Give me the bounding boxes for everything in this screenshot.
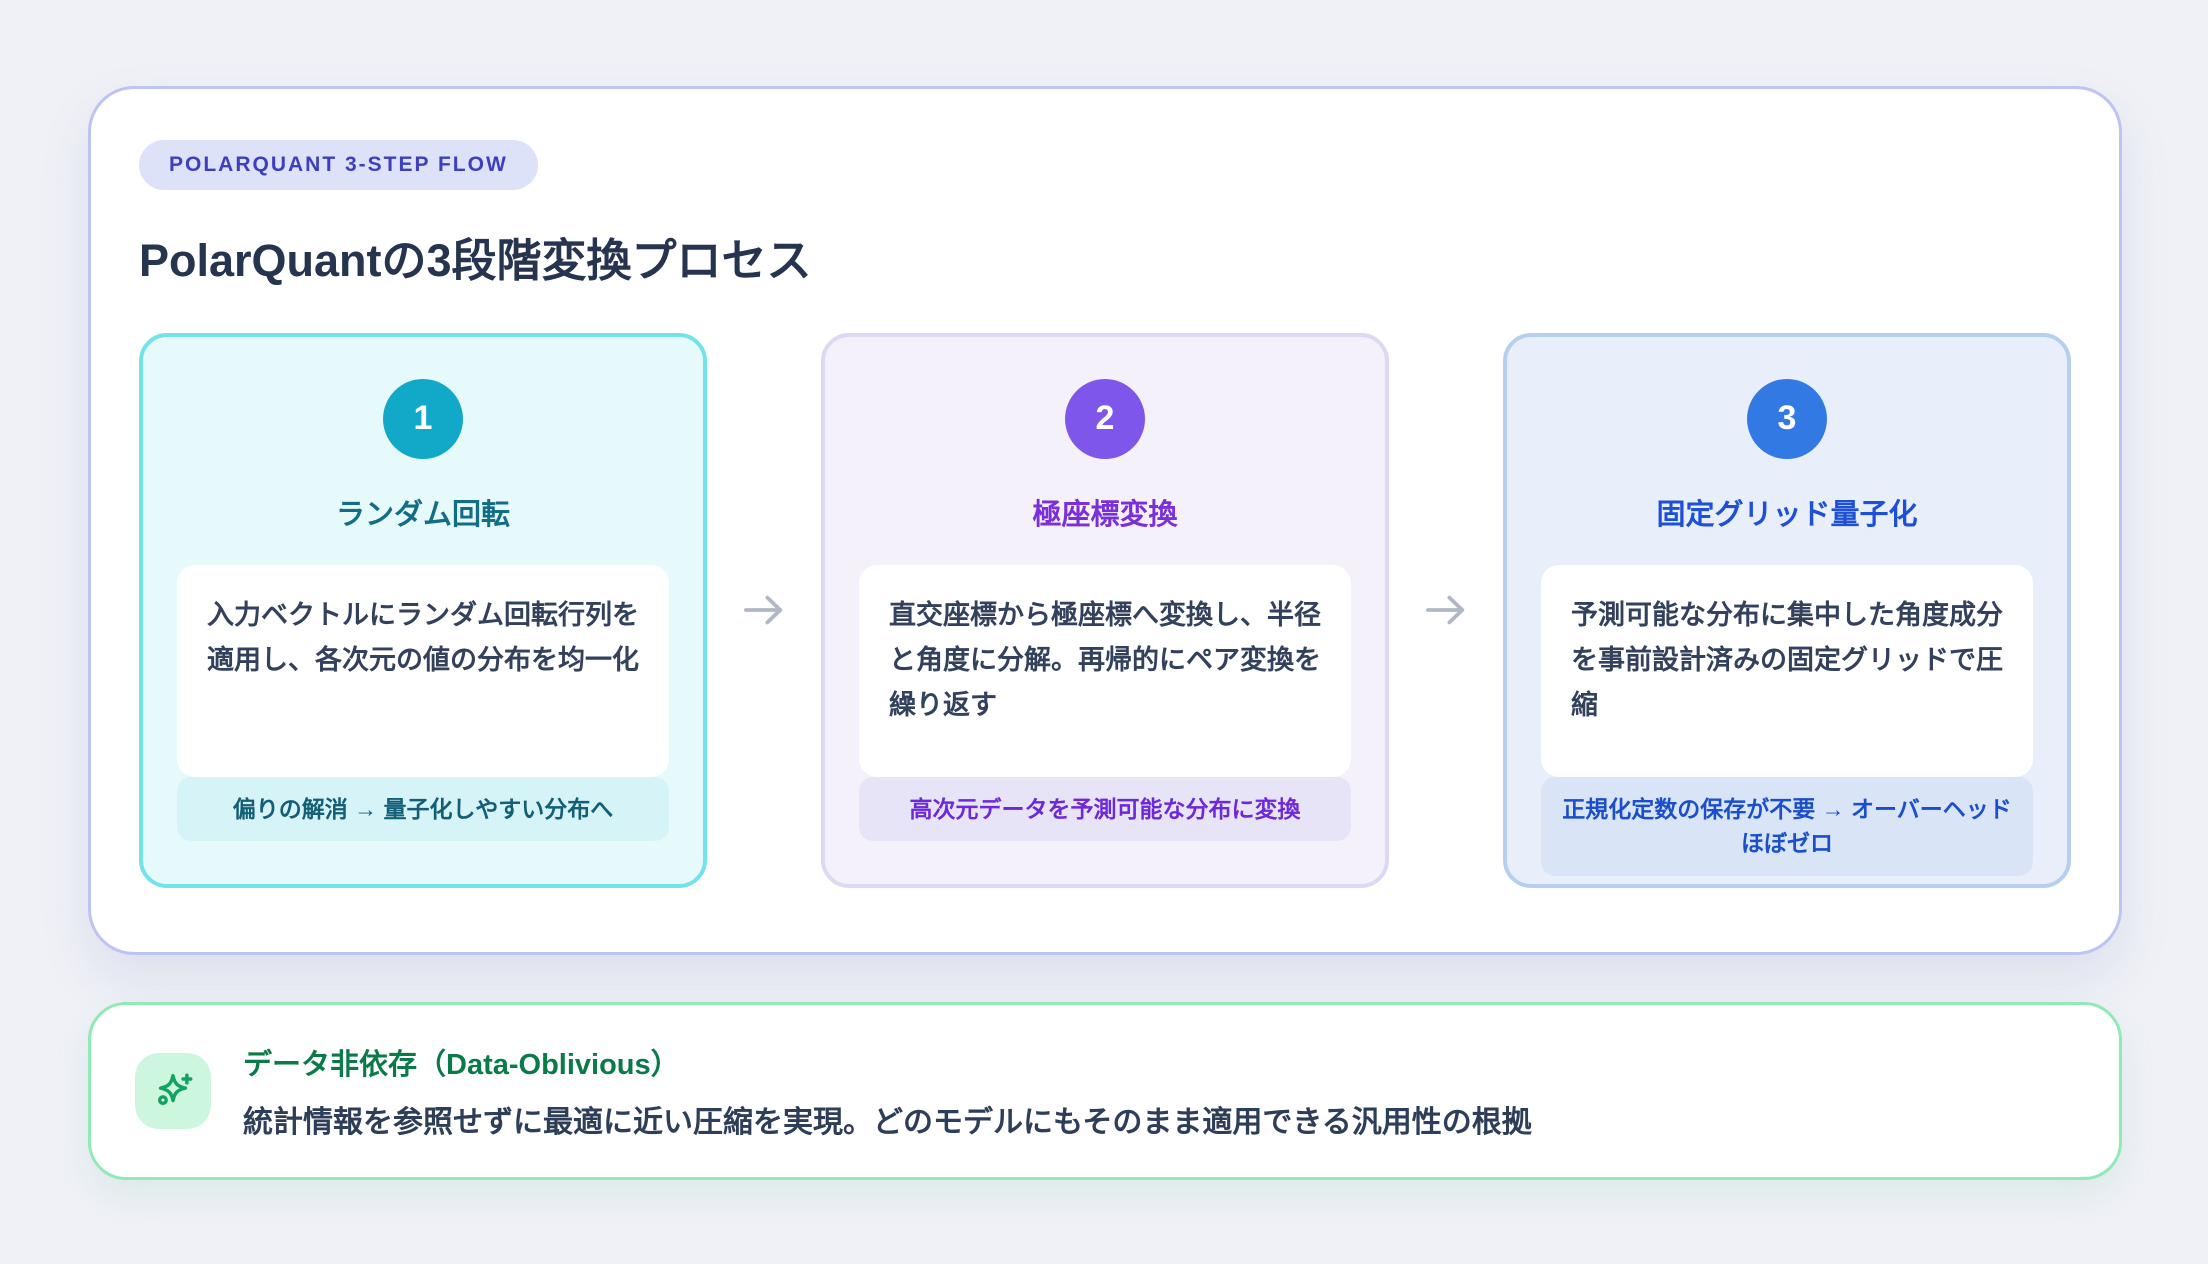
footer-description: 統計情報を参照せずに最適に近い圧縮を実現。どのモデルにもそのまま適用できる汎用性… xyxy=(243,1106,1532,1139)
step-note: 偏りの解消 → 量子化しやすい分布へ xyxy=(177,776,669,841)
arrow-right-icon xyxy=(1426,595,1465,625)
sparkles-icon xyxy=(157,1073,193,1106)
step-card-polar-transform: 2 極座標変換 直交座標から極座標へ変換し、半径と角度に分解。再帰的にペア変換を… xyxy=(821,332,1389,888)
step-title: 固定グリッド量子化 xyxy=(1656,498,1918,531)
step-note: 正規化定数の保存が不要 → オーバーヘッドほぼゼロ xyxy=(1541,776,2033,876)
step-title: ランダム回転 xyxy=(335,498,510,531)
step-card-random-rotation: 1 ランダム回転 入力ベクトルにランダム回転行列を適用し、各次元の値の分布を均一… xyxy=(139,332,707,888)
step-description: 予測可能な分布に集中した角度成分を事前設計済みの固定グリッドで圧縮 xyxy=(1541,564,2033,777)
page-title: PolarQuantの3段階変換プロセス xyxy=(139,235,812,286)
footer-text-block: データ非依存（Data-Oblivious） 統計情報を参照せずに最適に近い圧縮… xyxy=(243,1041,1532,1141)
footer-title: データ非依存（Data-Oblivious） xyxy=(243,1049,680,1081)
step-separator xyxy=(707,333,821,888)
step-description: 直交座標から極座標へ変換し、半径と角度に分解。再帰的にペア変換を繰り返す xyxy=(859,564,1351,777)
sparkles-icon-tile xyxy=(135,1053,211,1129)
step-number-badge: 3 xyxy=(1747,378,1827,459)
step-card-fixed-grid-quantization: 3 固定グリッド量子化 予測可能な分布に集中した角度成分を事前設計済みの固定グリ… xyxy=(1503,332,2071,888)
data-oblivious-panel: データ非依存（Data-Oblivious） 統計情報を参照せずに最適に近い圧縮… xyxy=(88,1002,2122,1180)
steps-row: 1 ランダム回転 入力ベクトルにランダム回転行列を適用し、各次元の値の分布を均一… xyxy=(139,332,2071,888)
arrow-right-icon xyxy=(744,595,783,625)
step-title: 極座標変換 xyxy=(1032,498,1178,531)
step-description: 入力ベクトルにランダム回転行列を適用し、各次元の値の分布を均一化 xyxy=(177,564,669,777)
flow-panel: POLARQUANT 3-STEP FLOW PolarQuantの3段階変換プ… xyxy=(88,86,2122,955)
step-number-badge: 1 xyxy=(383,378,463,459)
step-note: 高次元データを予測可能な分布に変換 xyxy=(859,776,1351,841)
flow-badge: POLARQUANT 3-STEP FLOW xyxy=(139,140,538,190)
step-number-badge: 2 xyxy=(1065,378,1145,459)
step-separator xyxy=(1389,333,1503,888)
